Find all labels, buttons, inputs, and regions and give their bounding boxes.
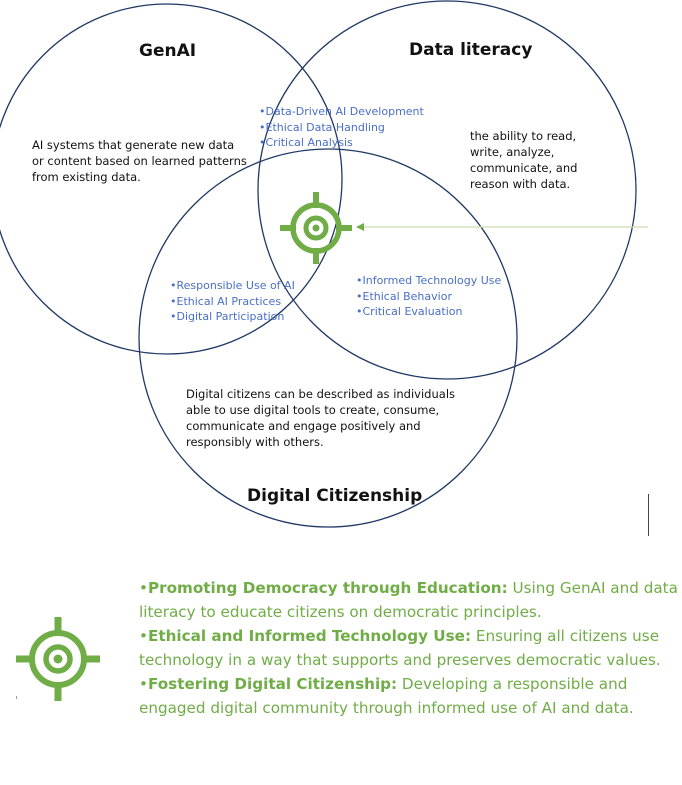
list-item: •Digital Participation [170,310,285,323]
genai-description: AI systems that generate new data or con… [32,138,247,184]
legend-list: •Promoting Democracy through Education: … [139,576,679,720]
genai-title: GenAI [139,41,197,61]
decorative-mark [16,696,17,699]
legend-heading: Promoting Democracy through Education: [147,579,508,597]
list-item: •Ethical Data Handling [259,120,385,134]
list-item: •Informed Technology Use [356,274,502,287]
list-item: •Ethical and Informed Technology Use: En… [139,624,679,672]
target-icon [280,192,352,264]
list-item: •Data-Driven AI Development [259,105,424,118]
digital-citizenship-description: Digital citizens can be described as ind… [186,387,456,449]
venn-diagram [0,0,648,528]
legend-text: Developing a responsible and engaged dig… [139,675,634,717]
divider-line [648,494,649,536]
data-literacy-description: the ability to read, write, analyze, com… [470,129,578,191]
list-item: •Ethical Behavior [356,289,452,303]
list-item: •Critical Analysis [259,136,353,149]
circle-genai [0,3,343,355]
list-item: •Responsible Use of AI [170,279,295,292]
list-item: •Critical Evaluation [356,305,463,318]
pointer-arrow-icon [356,223,364,231]
overlap-genai-data-list: •Data-Driven AI Development •Ethical Dat… [259,104,424,151]
data-literacy-title: Data literacy [409,40,533,60]
bullet: • [139,627,148,645]
bullet: • [139,675,148,693]
bullet: • [139,579,148,597]
digital-citizenship-title: Digital Citizenship [247,486,423,506]
circle-data-literacy [257,0,637,380]
legend-heading: Ethical and Informed Technology Use: [147,627,472,645]
list-item: •Fostering Digital Citizenship: Developi… [139,672,679,720]
legend-text: Ensuring all citizens use technology in … [139,627,661,669]
legend-heading: Fostering Digital Citizenship: [147,675,398,693]
target-icon [16,617,100,701]
circle-digital-citizenship [138,148,518,528]
overlap-data-citizenship-list: •Informed Technology Use •Ethical Behavi… [356,273,501,320]
list-item: •Promoting Democracy through Education: … [139,576,679,624]
legend-text: Using GenAI and data literacy to educate… [139,579,678,621]
list-item: •Ethical AI Practices [170,294,282,308]
overlap-genai-citizenship-list: •Responsible Use of AI •Ethical AI Pract… [170,278,295,325]
